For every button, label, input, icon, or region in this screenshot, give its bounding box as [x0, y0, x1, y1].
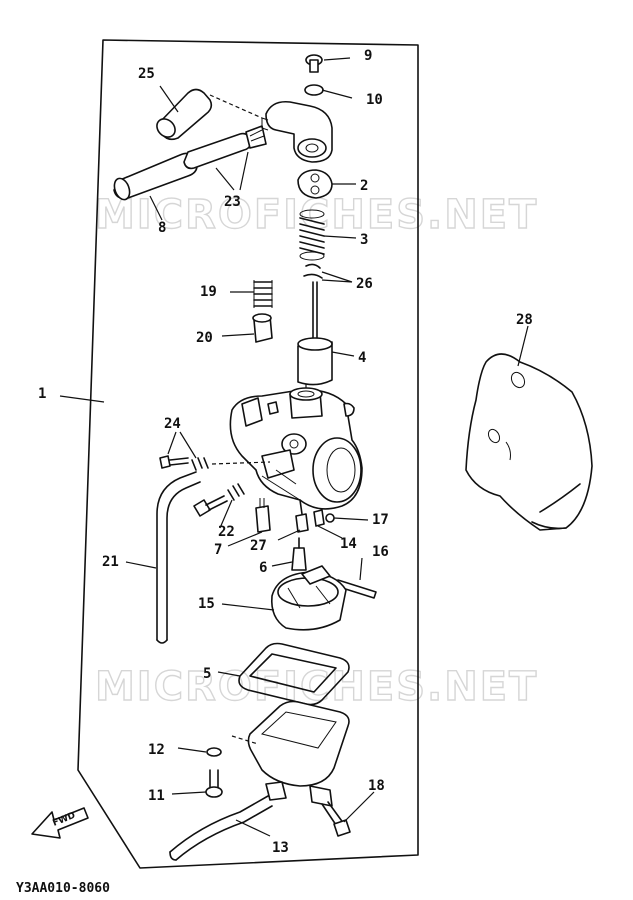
part-7-main-jet	[255, 498, 271, 533]
callout-15: 15	[198, 596, 215, 612]
part-21-vent-hose	[156, 471, 201, 644]
part-2-plate	[297, 169, 333, 199]
part-18-drain-screw	[321, 801, 351, 837]
callout-9: 9	[364, 48, 372, 64]
part-27-needle-jet	[295, 499, 309, 533]
part-6-needle-valve	[291, 537, 307, 571]
callout-10: 10	[366, 92, 383, 108]
callout-11: 11	[148, 788, 165, 804]
callout-16: 16	[372, 544, 389, 560]
callout-7: 7	[214, 542, 222, 558]
callout-25: 25	[138, 66, 155, 82]
callout-21: 21	[102, 554, 119, 570]
callout-12: 12	[148, 742, 165, 758]
part-23-pipe-set	[183, 125, 267, 170]
part-13-drain-hose	[169, 795, 273, 861]
part-15-float	[270, 565, 347, 631]
part-9-screw	[305, 54, 323, 73]
part-26-needle-clip	[303, 263, 323, 339]
callout-27: 27	[250, 538, 267, 554]
callout-22: 22	[218, 524, 235, 540]
callout-5: 5	[203, 666, 211, 682]
watermark-top: MICROFICHES.NET	[95, 192, 538, 238]
callout-labels: 1 2 3 4 5 6 7 8 9 10 11 12 13 14 15 16 1…	[38, 48, 533, 856]
leader-lines	[59, 57, 529, 837]
callout-17: 17	[372, 512, 389, 528]
callout-3: 3	[360, 232, 368, 248]
part-4-throttle-valve	[297, 337, 333, 386]
part-19-spring	[253, 280, 273, 308]
part-10-washer	[304, 84, 324, 96]
float-bowl	[247, 700, 350, 807]
part-11-screw	[205, 769, 223, 798]
part-20-plunger	[252, 313, 273, 343]
callout-2: 2	[360, 178, 368, 194]
leader-dashed-25	[209, 94, 263, 119]
part-28-cover	[465, 353, 593, 531]
part-14-pilot-jet	[313, 509, 325, 527]
callout-23: 23	[224, 194, 241, 210]
fwd-arrow-icon: FWD	[31, 807, 89, 839]
callout-13: 13	[272, 840, 289, 856]
callout-26: 26	[356, 276, 373, 292]
part-12-washer	[206, 747, 222, 757]
callout-1: 1	[38, 386, 46, 402]
callout-6: 6	[259, 560, 267, 576]
elbow-fitting	[261, 100, 333, 163]
part-17-screw	[325, 513, 335, 523]
assembly-boundary	[77, 39, 419, 869]
callout-14: 14	[340, 536, 357, 552]
callout-18: 18	[368, 778, 385, 794]
leader-dashed-bowl	[231, 735, 259, 745]
callout-24: 24	[164, 416, 181, 432]
part-5-gasket	[238, 642, 350, 706]
part-22-throttle-stop-screw	[193, 483, 245, 517]
watermark-bottom: MICROFICHES.NET	[95, 664, 538, 710]
callout-19: 19	[200, 284, 217, 300]
part-25-cap	[156, 88, 213, 141]
callout-8: 8	[158, 220, 166, 236]
callout-4: 4	[358, 350, 366, 366]
leader-dashed-24	[211, 461, 271, 465]
part-24-pilot-screw	[159, 455, 209, 471]
carburetor-body	[229, 387, 363, 510]
callout-20: 20	[196, 330, 213, 346]
drawing-code: Y3AA010-8060	[16, 881, 110, 896]
part-3-spring	[299, 209, 325, 261]
callout-28: 28	[516, 312, 533, 328]
